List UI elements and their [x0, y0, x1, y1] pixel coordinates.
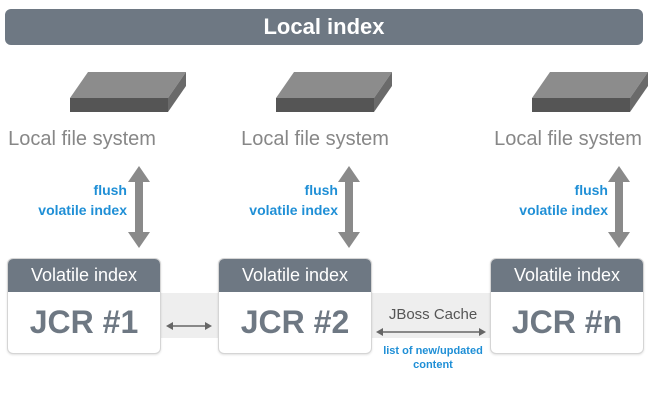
storage-label-3: Local file system — [494, 128, 642, 150]
node-jcr-n: Volatile index JCR #n — [490, 258, 644, 354]
flush-arrow-1 — [128, 166, 150, 248]
page-title: Local index — [5, 9, 643, 45]
disk-icon-3 — [532, 72, 648, 112]
disk-icon-2 — [276, 72, 392, 112]
link-band-1-2 — [158, 293, 220, 338]
disk-icon-1 — [70, 72, 186, 112]
link-band-2-n — [369, 293, 492, 338]
link-arrow-1-2 — [166, 322, 212, 330]
storage-label-2: Local file system — [241, 128, 389, 150]
link-arrow-2-n — [376, 328, 486, 336]
node-name: JCR #n — [511, 304, 623, 340]
node-jcr-2: Volatile index JCR #2 — [218, 258, 372, 354]
flush-arrow-2 — [338, 166, 360, 248]
node-name: JCR #1 — [29, 304, 139, 340]
node-name: JCR #2 — [240, 304, 350, 340]
cache-label: JBoss Cache — [388, 306, 478, 323]
flush-arrow-3 — [608, 166, 630, 248]
node-jcr-1: Volatile index JCR #1 — [7, 258, 161, 354]
node-header: Volatile index — [491, 259, 643, 292]
storage-label-1: Local file system — [8, 128, 156, 150]
node-header: Volatile index — [219, 259, 371, 292]
node-header: Volatile index — [8, 259, 160, 292]
